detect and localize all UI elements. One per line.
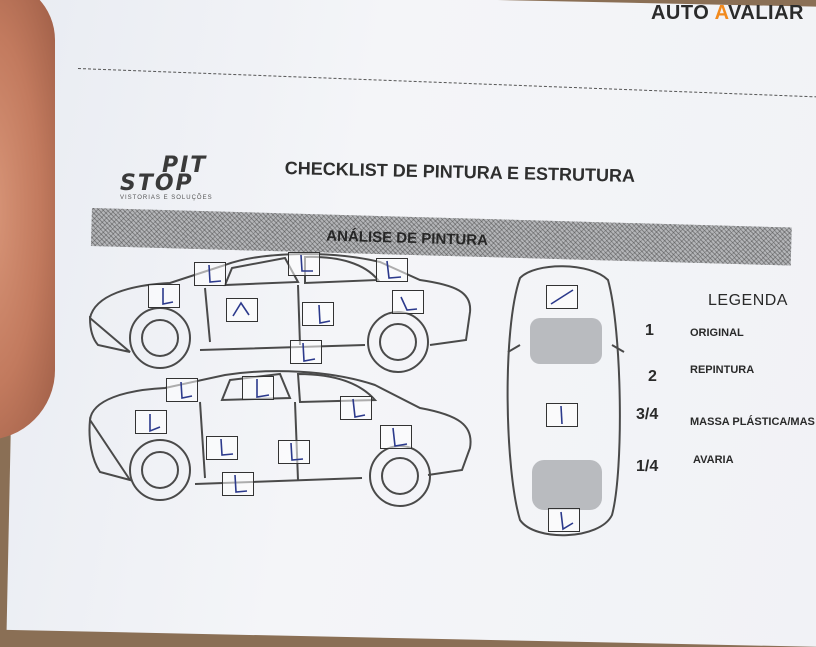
hand-holding-paper (0, 0, 55, 440)
check-box[interactable] (222, 472, 254, 496)
legend-label-1: ORIGINAL (690, 327, 744, 339)
legend-code-4: 1/4 (636, 458, 659, 475)
legend-code-1: 1 (645, 322, 654, 339)
check-box[interactable] (546, 285, 578, 309)
legend-title: LEGENDA (708, 292, 788, 309)
pit-stop-logo: PIT STOP VISTORIAS E SOLUÇÕES (118, 153, 233, 210)
logo-line2: STOP (120, 171, 194, 196)
legend-label-3: MASSA PLÁSTICA/MAS (690, 416, 815, 428)
legend-code-2: 2 (648, 368, 657, 385)
legend-code-3: 3/4 (636, 406, 659, 423)
watermark-prefix: A (650, 2, 666, 24)
check-box[interactable] (546, 403, 578, 427)
watermark-part1: UTO (665, 2, 715, 24)
check-box[interactable] (392, 290, 424, 314)
logo-tagline: VISTORIAS E SOLUÇÕES (120, 195, 213, 201)
logo-line1: PIT (162, 153, 208, 178)
check-box[interactable] (226, 298, 258, 322)
check-box[interactable] (242, 376, 274, 400)
auto-avaliar-watermark: AUTO AVALIAR (651, 2, 804, 25)
check-box[interactable] (194, 262, 226, 286)
check-box[interactable] (148, 284, 180, 308)
check-box[interactable] (302, 302, 334, 326)
check-box[interactable] (206, 436, 238, 460)
legend-label-2: REPINTURA (690, 364, 755, 376)
legend-label-4: AVARIA (693, 454, 734, 466)
car-top-view (506, 265, 625, 537)
check-box[interactable] (278, 440, 310, 464)
car-side-bottom (88, 370, 472, 507)
check-box[interactable] (376, 258, 408, 282)
check-box[interactable] (548, 508, 580, 532)
check-box[interactable] (290, 340, 322, 364)
check-box[interactable] (288, 252, 320, 276)
check-box[interactable] (340, 396, 372, 420)
check-box[interactable] (135, 410, 167, 434)
check-box[interactable] (166, 378, 198, 402)
check-box[interactable] (380, 425, 412, 449)
watermark-accent: A (714, 2, 729, 24)
watermark-part2: VALIAR (728, 2, 804, 24)
